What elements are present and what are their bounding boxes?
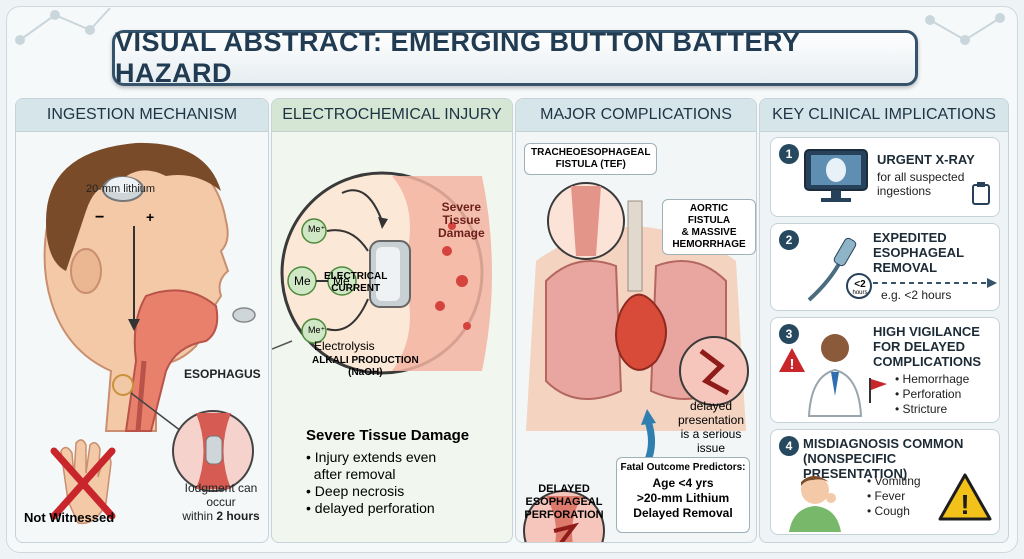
step-bullets: • Vomiting • Fever • Cough — [867, 474, 921, 519]
clipboard-icon — [972, 182, 990, 205]
predictors-title: Fatal Outcome Predictors: — [620, 462, 746, 473]
step-number: 1 — [779, 144, 799, 164]
svg-text:!: ! — [790, 356, 795, 373]
panel-implications: KEY CLINICAL IMPLICATIONS 1 URGENT X-RAY… — [759, 98, 1009, 543]
molecule-decoration — [15, 7, 1005, 45]
warning-icon: ! — [779, 348, 805, 373]
svg-text:!: ! — [960, 489, 969, 520]
bullet-item: • Stricture — [895, 402, 948, 416]
chest-anatomy-illustration — [523, 182, 749, 542]
timeline-arrow — [873, 278, 997, 288]
not-witnessed-label: Not Witnessed — [24, 510, 115, 525]
alkali-label: ALKALI PRODUCTION(NaOH) — [312, 355, 419, 378]
summary-bullets: • Injury extends even after removal • De… — [306, 449, 436, 517]
step-number: 3 — [779, 324, 799, 344]
bullet-item: • Vomiting — [867, 474, 921, 488]
ion-me3: Me — [333, 274, 350, 288]
bullet-item: • delayed perforation — [306, 500, 435, 516]
xray-monitor-icon — [804, 149, 868, 202]
ion-me4: Me⁺ — [308, 325, 326, 335]
bullet-item: • Perforation — [895, 387, 962, 401]
predictor-item: Delayed Removal — [633, 506, 733, 520]
panel-ingestion: INGESTION MECHANISM 20-mm lithium − + ES… — [15, 98, 269, 543]
bullet-item: • Hemorrhage — [895, 372, 970, 386]
panel-heading: INGESTION MECHANISM — [16, 99, 268, 132]
step-number: 2 — [779, 230, 799, 250]
page-title: VISUAL ABSTRACT: EMERGING BUTTON BATTERY… — [115, 27, 801, 88]
plus-sign: + — [146, 209, 155, 225]
panel-heading: ELECTROCHEMICAL INJURY — [272, 99, 512, 132]
doctor-icon — [807, 334, 863, 417]
step-subtitle: e.g. <2 hours — [881, 288, 952, 302]
battery-label: 20-mm lithium — [86, 183, 156, 195]
flag-icon — [869, 378, 887, 403]
step-subtitle: ingestions — [877, 184, 932, 198]
ion-me1: Me⁺ — [308, 224, 326, 234]
step-misdiagnosis: 4 MISDIAGNOSIS COMMON(NONSPECIFIC PRESEN… — [770, 429, 1000, 535]
step-subtitle: for all suspected — [877, 170, 965, 184]
bullet-item: after removal — [313, 466, 396, 482]
step-title: MISDIAGNOSIS COMMON(NONSPECIFIC PRESENTA… — [803, 436, 964, 481]
clock-value: <2 — [854, 279, 866, 290]
predictor-item: Age <4 yrs — [652, 476, 714, 490]
bullet-item: • Cough — [867, 504, 910, 518]
panel-heading: MAJOR COMPLICATIONS — [516, 99, 756, 132]
lodgment-note: Iodgment can occur within 2 hours — [182, 481, 260, 523]
endoscope-icon — [807, 237, 872, 302]
title-banner: VISUAL ABSTRACT: EMERGING BUTTON BATTERY… — [112, 27, 918, 88]
step-title: URGENT X-RAY — [877, 152, 975, 167]
bullet-item: • Fever — [867, 489, 906, 503]
electrolysis-illustration — [272, 171, 492, 375]
summary-title: Severe Tissue Damage — [306, 427, 470, 444]
bullet-item: • Injury extends even — [306, 449, 437, 465]
child-profile-illustration — [43, 142, 256, 525]
caution-icon: ! — [938, 473, 992, 521]
ion-me2: Me — [294, 274, 311, 288]
minus-sign: − — [95, 209, 105, 226]
electrolysis-label: Electrolysis — [314, 339, 375, 353]
esophagus-label: ESOPHAGUS — [184, 367, 261, 381]
clock-unit: hours — [852, 290, 868, 296]
predictor-item: >20-mm Lithium — [636, 491, 730, 505]
fatal-predictors-box: Fatal Outcome Predictors: Age <4 yrs >20… — [616, 457, 750, 533]
step-bullets: • Hemorrhage • Perforation • Stricture — [895, 372, 969, 417]
bullet-item: • Deep necrosis — [306, 483, 405, 499]
step-urgent-xray: 1 URGENT X-RAY for all suspected ingesti… — [770, 137, 1000, 217]
step-number: 4 — [779, 436, 799, 456]
panel-heading: KEY CLINICAL IMPLICATIONS — [760, 99, 1008, 132]
coughing-child-icon — [789, 476, 841, 532]
